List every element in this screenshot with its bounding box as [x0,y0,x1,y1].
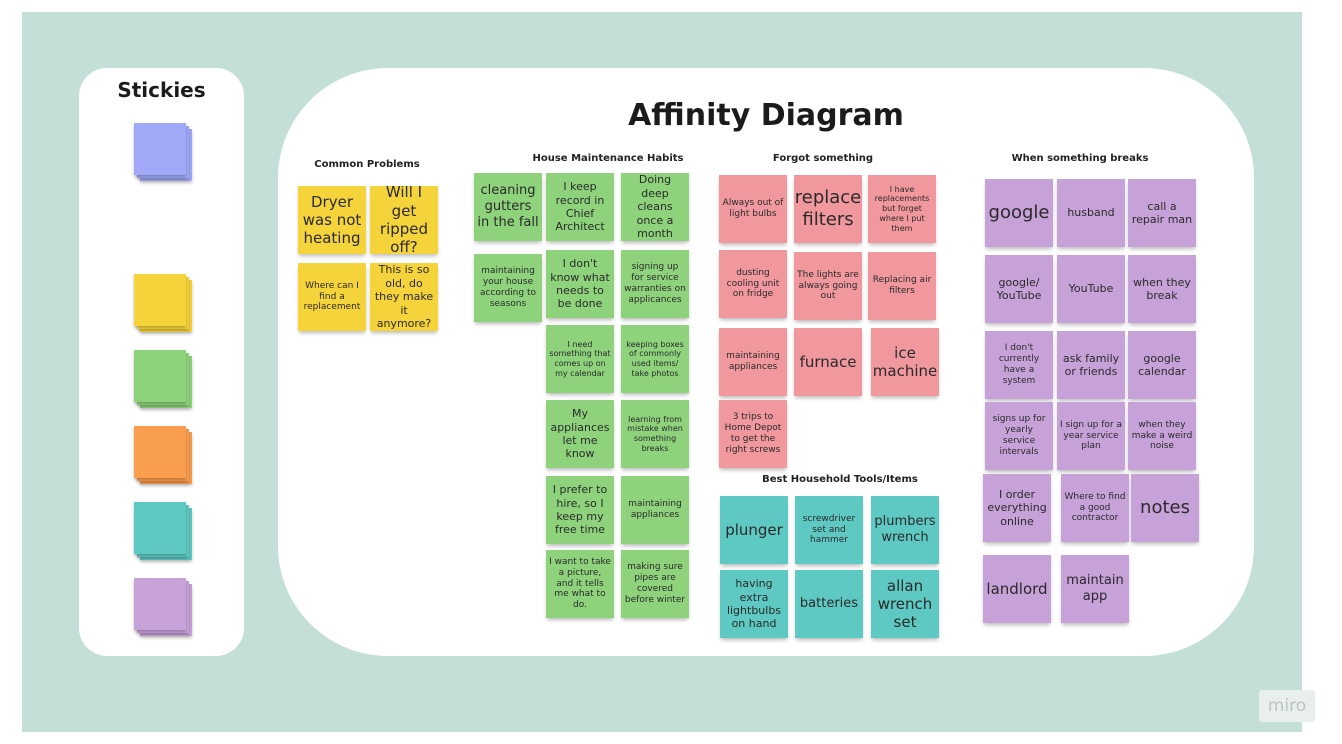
sticky-note[interactable]: husband [1057,179,1125,247]
sticky-stack-purple[interactable] [134,578,192,636]
sticky-note[interactable]: This is so old, do they make it anymore? [370,263,438,331]
group-title-common-problems: Common Problems [314,159,420,170]
sticky-note[interactable]: signs up for yearly service intervals [985,402,1053,470]
sticky-stack-green[interactable] [134,350,192,408]
sticky-note[interactable]: notes [1131,474,1199,542]
sticky-note[interactable]: The lights are always going out [794,252,862,320]
sticky-note[interactable]: signing up for service warranties on app… [621,250,689,318]
sticky-note[interactable]: Replacing air filters [868,252,936,320]
group-title-when-breaks: When something breaks [1011,153,1149,164]
sticky-note[interactable]: maintaining appliances [621,476,689,544]
sticky-note[interactable]: I sign up for a year service plan [1057,402,1125,470]
sticky-note[interactable]: furnace [794,328,862,396]
miro-logo: miro [1259,690,1315,722]
sticky-note[interactable]: I have replacements but forget where I p… [868,175,936,243]
sticky-note[interactable]: batteries [795,570,863,638]
sticky-note[interactable]: google calendar [1128,331,1196,399]
sticky-note[interactable]: maintain app [1061,555,1129,623]
sticky-note[interactable]: plunger [720,496,788,564]
sticky-note[interactable]: replace filters [794,175,862,243]
sticky-note[interactable]: when they break [1128,255,1196,323]
sticky-note[interactable]: call a repair man [1128,179,1196,247]
sticky-note[interactable]: google/ YouTube [985,255,1053,323]
stickies-title: Stickies [117,78,206,102]
diagram-title: Affinity Diagram [628,98,904,133]
sticky-note[interactable]: maintaining your house according to seas… [474,254,542,322]
group-title-best-tools: Best Household Tools/Items [762,474,918,485]
sticky-note[interactable]: maintaining appliances [719,328,787,396]
sticky-note[interactable]: Dryer was not heating [298,186,366,254]
sticky-note[interactable]: I order everything online [983,474,1051,542]
sticky-note[interactable]: allan wrench set [871,570,939,638]
group-title-forgot-something: Forgot something [772,153,874,164]
sticky-note[interactable]: when they make a weird noise [1128,402,1196,470]
sticky-note[interactable]: cleaning gutters in the fall [474,173,542,241]
sticky-note[interactable]: I don't know what needs to be done [546,250,614,318]
sticky-note[interactable]: making sure pipes are covered before win… [621,550,689,618]
sticky-note[interactable]: plumbers wrench [871,496,939,564]
sticky-note[interactable]: YouTube [1057,255,1125,323]
sticky-note[interactable]: 3 trips to Home Depot to get the right s… [719,400,787,468]
sticky-note[interactable]: I keep record in Chief Architect [546,173,614,241]
sticky-note[interactable]: keeping boxes of commonly used items/ ta… [621,325,689,393]
sticky-note[interactable]: screwdriver set and hammer [795,496,863,564]
sticky-stack-orange[interactable] [134,426,192,484]
sticky-note[interactable]: Always out of light bulbs [719,175,787,243]
sticky-stack-blue[interactable] [134,123,192,181]
sticky-note[interactable]: Where can I find a replacement [298,263,366,331]
sticky-note[interactable]: I need something that comes up on my cal… [546,325,614,393]
sticky-note[interactable]: having extra lightbulbs on hand [720,570,788,638]
sticky-note[interactable]: Doing deep cleans once a month [621,173,689,241]
sticky-note[interactable]: ask family or friends [1057,331,1125,399]
sticky-note[interactable]: landlord [983,555,1051,623]
sticky-note[interactable]: google [985,179,1053,247]
sticky-note[interactable]: I want to take a picture, and it tells m… [546,550,614,618]
sticky-note[interactable]: ice machine [871,328,939,396]
sticky-note[interactable]: Where to find a good contractor [1061,474,1129,542]
sticky-note[interactable]: Will I get ripped off? [370,186,438,254]
sticky-stack-yellow[interactable] [134,274,192,332]
sticky-note[interactable]: I don't currently have a system [985,331,1053,399]
sticky-note[interactable]: learning from mistake when something bre… [621,400,689,468]
group-title-house-maintenance: House Maintenance Habits [532,153,684,164]
sticky-stack-teal[interactable] [134,502,192,560]
sticky-note[interactable]: I prefer to hire, so I keep my free time [546,476,614,544]
sticky-note[interactable]: dusting cooling unit on fridge [719,250,787,318]
sticky-note[interactable]: My appliances let me know [546,400,614,468]
